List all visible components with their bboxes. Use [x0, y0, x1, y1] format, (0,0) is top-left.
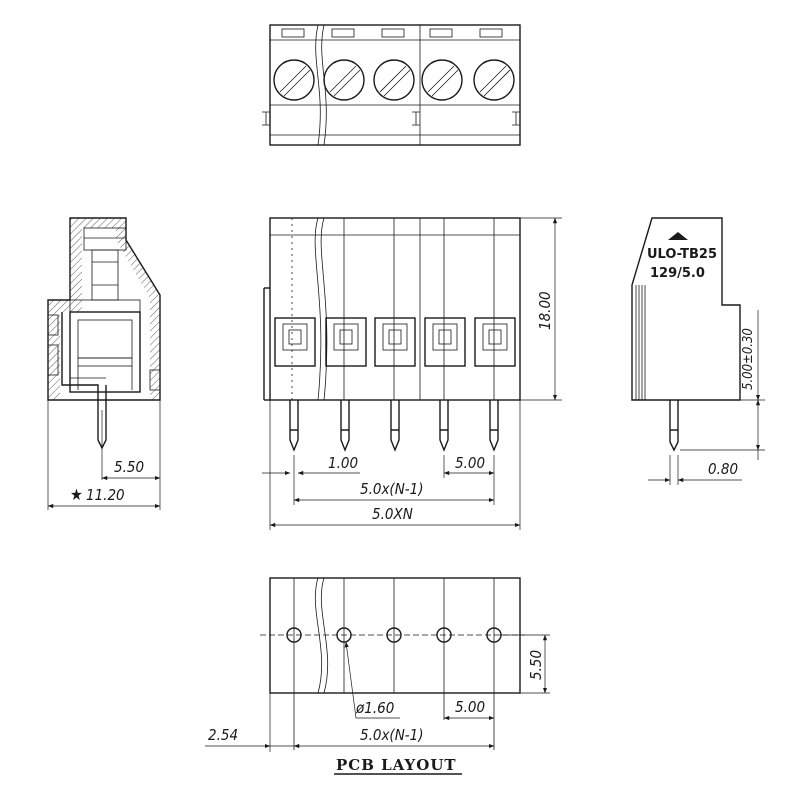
dim-pin-thickness-label: 0.80 — [708, 460, 738, 478]
dim-pcb-hole — [344, 641, 400, 719]
right-pin — [669, 400, 679, 452]
front-pin-5 — [489, 400, 499, 452]
pcb-hole-4 — [436, 627, 452, 643]
dim-pin-width-label: 1.00 — [328, 454, 358, 472]
screw-1 — [273, 59, 315, 101]
dim-pcb-span-label: 5.0x(N-1) — [360, 726, 424, 744]
top-screws — [273, 59, 515, 101]
front-pin-3 — [390, 400, 400, 452]
front-body — [269, 217, 521, 401]
screw-4 — [421, 59, 463, 101]
dim-pin-length-label: 5.00±0.30 — [741, 328, 756, 390]
wire-entry-1 — [274, 317, 316, 367]
right-body — [631, 217, 741, 401]
dim-pcb-row-offset-label: 5.50 — [527, 650, 545, 680]
part-label-line2: 129/5.0 — [650, 266, 705, 281]
dim-height-label: 18.00 — [536, 291, 554, 330]
side-clamp-cage — [69, 311, 141, 393]
dim-pcb-edge-label: 2.54 — [208, 726, 238, 744]
wire-entry-4 — [424, 317, 466, 367]
side-pin — [61, 312, 107, 450]
top-slots — [281, 28, 503, 38]
front-pin-1 — [289, 400, 299, 452]
dim-side-depth-star: ★ — [70, 485, 83, 504]
pcb-hole-2 — [336, 627, 352, 643]
front-wire-entries — [274, 317, 516, 367]
wire-entry-3 — [374, 317, 416, 367]
dim-side-pin-offset-label: 5.50 — [114, 458, 144, 476]
screw-2 — [323, 59, 365, 101]
screw-5 — [473, 59, 515, 101]
brand-logo-icon — [668, 232, 688, 240]
front-pin-2 — [340, 400, 350, 452]
top-view — [262, 24, 521, 146]
side-screw-shaft — [91, 249, 119, 301]
front-view: 18.00 1.00 5.00 5.0x(N-1) 5.0XN — [262, 217, 562, 530]
top-view-body — [269, 24, 521, 146]
wire-entry-5 — [474, 317, 516, 367]
dim-pcb-hole-label: ø1.60 — [355, 699, 394, 717]
pcb-layout-title: PCB LAYOUT — [336, 756, 457, 774]
dim-side-depth-label: 11.20 — [86, 486, 125, 504]
dim-pitch-label: 5.00 — [455, 454, 485, 472]
front-pin-4 — [439, 400, 449, 452]
dim-pcb-pitch-label: 5.00 — [455, 698, 485, 716]
screw-3 — [373, 59, 415, 101]
pcb-hole-3 — [386, 627, 402, 643]
front-pins — [289, 400, 499, 452]
part-label-line1: ULO-TB25 — [647, 247, 717, 262]
pcb-hole-1 — [286, 627, 302, 643]
side-view: 5.50 ★ 11.20 — [47, 217, 161, 510]
dim-span-label: 5.0x(N-1) — [360, 480, 424, 498]
right-view: ULO-TB25 129/5.0 5.00±0.30 0.80 — [631, 217, 765, 485]
dim-total-label: 5.0XN — [372, 505, 413, 523]
pcb-layout-view: 5.50 ø1.60 5.00 5.0x(N-1) 2.54 PCB LAYOU… — [205, 577, 550, 775]
pcb-outline — [269, 577, 521, 694]
wire-entry-2 — [325, 317, 367, 367]
